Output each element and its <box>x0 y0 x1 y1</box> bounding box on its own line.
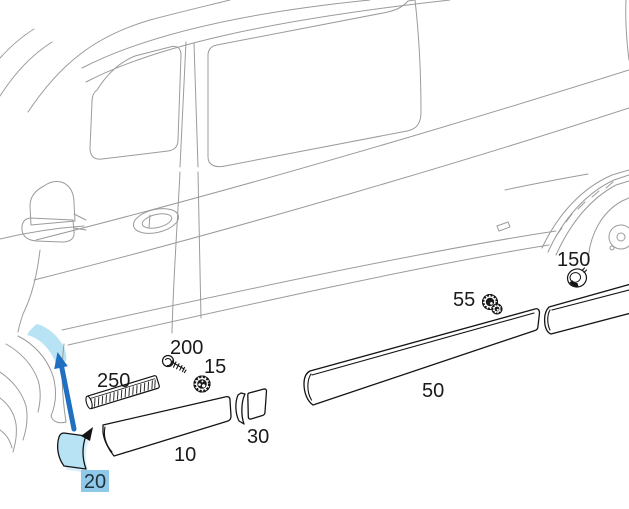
front-tire-arc-2 <box>0 397 17 453</box>
door-handle <box>132 208 180 234</box>
clip-icon-15[interactable] <box>193 375 211 393</box>
part-10-endcap-line <box>103 426 113 453</box>
fuel-door <box>496 221 511 232</box>
front-wheel-arch <box>17 335 67 424</box>
front-arch-lip <box>5 343 41 413</box>
rear-wheel-arch <box>541 169 629 261</box>
callout-label-30[interactable]: 30 <box>247 426 269 448</box>
highlighted-mount-area[interactable] <box>27 324 67 364</box>
hood-edge-line <box>0 28 35 59</box>
part-10-molding[interactable] <box>102 395 232 457</box>
part-20-molding-highlighted[interactable] <box>57 427 93 473</box>
part-250-molding-strip[interactable] <box>85 375 160 410</box>
belt-line-1 <box>35 69 629 241</box>
rocker-line-2 <box>67 244 550 346</box>
callout-label-55[interactable]: 55 <box>453 289 475 311</box>
front-tire-arc-1 <box>0 371 28 441</box>
callout-label-150[interactable]: 150 <box>557 249 590 271</box>
callout-label-15[interactable]: 15 <box>204 356 226 378</box>
b-pillar-line-1 <box>179 41 187 168</box>
part-30-molding[interactable] <box>235 388 268 425</box>
mirror-base <box>21 217 75 243</box>
part-50-molding[interactable] <box>303 308 541 406</box>
roof-line-2 <box>85 0 451 83</box>
rear-body-line <box>504 173 589 191</box>
installation-arrow <box>54 352 77 432</box>
rear-molding-segment[interactable] <box>543 283 629 335</box>
screw-icon[interactable] <box>161 354 187 374</box>
callout-label-50[interactable]: 50 <box>422 380 444 402</box>
front-door-window <box>89 45 182 160</box>
roof-line-1 <box>81 0 371 69</box>
a-pillar-line <box>27 0 231 113</box>
front-hub-arc <box>0 429 13 449</box>
selected-label-background[interactable] <box>81 470 109 492</box>
mirror-arm-line <box>73 213 87 231</box>
callout-label-200[interactable]: 200 <box>170 337 203 359</box>
callout-label-20[interactable]: 20 <box>84 471 106 493</box>
front-door-front-seam <box>17 249 41 333</box>
callout-label-250[interactable]: 250 <box>97 370 130 392</box>
rocker-line-1 <box>61 230 557 331</box>
mirror-housing <box>29 181 76 226</box>
clip-icon-55[interactable] <box>481 293 503 315</box>
windshield-edge-line <box>0 41 53 97</box>
clip-icon-150[interactable] <box>565 267 588 289</box>
front-door-rear-seam <box>171 171 181 334</box>
belt-line-2 <box>33 107 629 281</box>
van-line-art <box>0 0 629 453</box>
sliding-door-front-seam <box>197 171 202 319</box>
b-pillar-line-2 <box>193 42 199 168</box>
cowl-line <box>0 225 85 240</box>
part-20-pointer-tip <box>81 427 93 441</box>
cargo-window <box>207 0 422 168</box>
callout-label-10[interactable]: 10 <box>174 444 196 466</box>
